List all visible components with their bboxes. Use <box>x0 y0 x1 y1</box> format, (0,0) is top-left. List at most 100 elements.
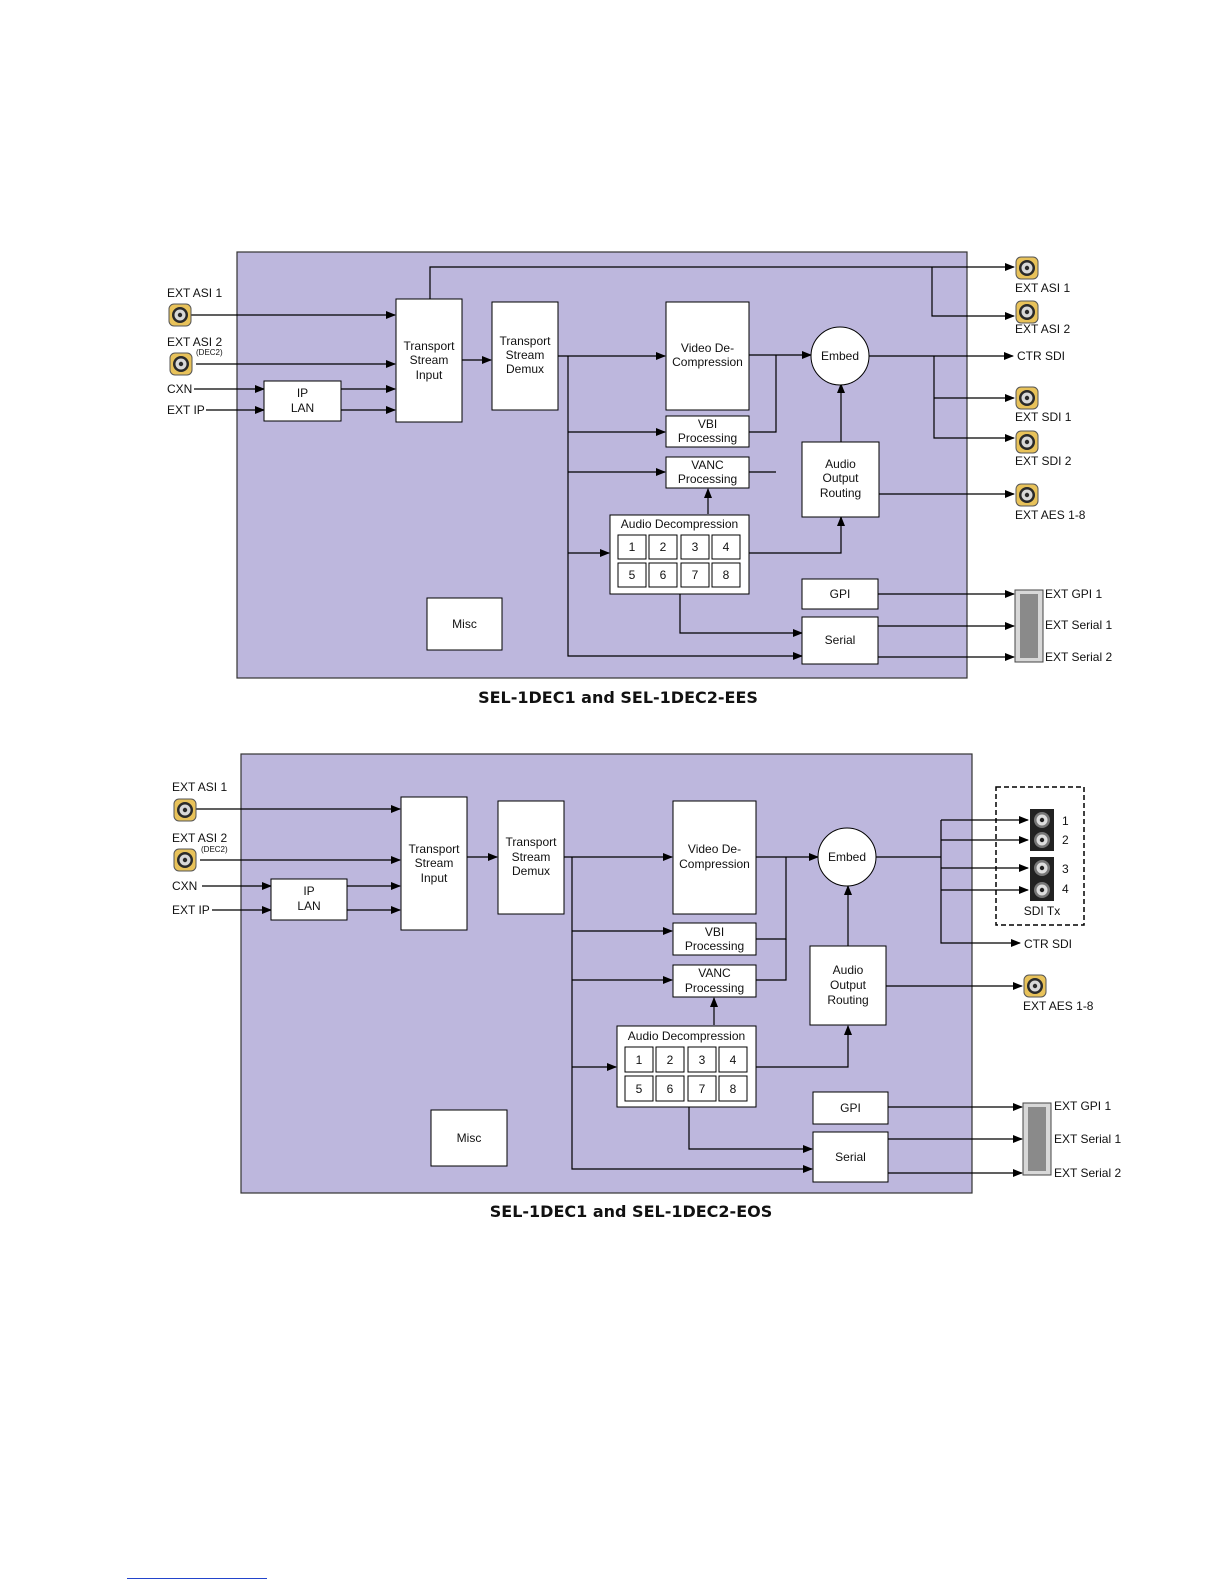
svg-text:2: 2 <box>667 1053 674 1067</box>
svg-text:7: 7 <box>692 568 699 582</box>
bnc-connector-icon <box>1023 974 1047 998</box>
svg-text:Embed: Embed <box>821 349 859 363</box>
video-decompression-block: Video De- Compression <box>665 301 750 411</box>
input-ext-asi1: EXT ASI 1 <box>172 780 227 822</box>
svg-text:2: 2 <box>1062 833 1069 847</box>
ip-lan-block: IP LAN <box>270 878 348 921</box>
svg-text:1: 1 <box>629 540 636 554</box>
output-ext-gpi1-label: EXT GPI 1 <box>1045 587 1102 601</box>
output-ext-serial1-label: EXT Serial 1 <box>1045 618 1112 632</box>
svg-text:Serial: Serial <box>835 1150 866 1164</box>
svg-text:Processing: Processing <box>678 472 737 486</box>
svg-text:5: 5 <box>636 1082 643 1096</box>
svg-text:Demux: Demux <box>512 864 550 878</box>
audio-channel-3: 3 <box>680 534 710 560</box>
svg-text:2: 2 <box>660 540 667 554</box>
svg-text:Audio: Audio <box>833 963 864 977</box>
svg-text:Processing: Processing <box>678 431 737 445</box>
svg-text:(DEC2): (DEC2) <box>196 348 223 357</box>
svg-text:Compression: Compression <box>679 857 750 871</box>
svg-text:Demux: Demux <box>506 362 544 376</box>
vbi-processing-block: VBI Processing <box>672 922 757 956</box>
output-ext-gpi1-label: EXT GPI 1 <box>1054 1099 1111 1113</box>
caption-eos: SEL-1DEC1 and SEL-1DEC2-EOS <box>490 1202 773 1221</box>
svg-text:Transport: Transport <box>500 334 552 348</box>
svg-text:VBI: VBI <box>705 925 724 939</box>
bnc-connector-icon <box>1015 300 1039 324</box>
svg-text:GPI: GPI <box>840 1101 861 1115</box>
svg-text:4: 4 <box>723 540 730 554</box>
output-ext-asi1-label: EXT ASI 1 <box>1015 281 1070 295</box>
svg-text:IP: IP <box>303 884 314 898</box>
audio-channel-1: 1 <box>617 534 647 560</box>
svg-text:1: 1 <box>636 1053 643 1067</box>
video-decompression-block: Video De- Compression <box>672 800 757 915</box>
svg-text:(DEC2): (DEC2) <box>201 845 228 854</box>
audio-decompression-block: Audio Decompression 1 2 3 4 5 6 7 8 <box>616 1025 757 1108</box>
ip-lan-block: IP LAN <box>263 380 342 422</box>
svg-text:Processing: Processing <box>685 939 744 953</box>
audio-channel-1: 1 <box>624 1046 654 1073</box>
vbi-processing-block: VBI Processing <box>665 415 750 448</box>
audio-channel-2: 2 <box>655 1046 685 1073</box>
svg-text:LAN: LAN <box>291 401 314 415</box>
input-cxn-label: CXN <box>167 382 192 396</box>
bnc-connector-icon <box>169 352 193 376</box>
header-connector-icon <box>1014 589 1044 663</box>
bnc-connector-icon <box>168 303 192 327</box>
svg-text:Routing: Routing <box>820 486 861 500</box>
bnc-connector-icon <box>1015 256 1039 280</box>
svg-text:Audio Decompression: Audio Decompression <box>628 1029 745 1043</box>
audio-channel-5: 5 <box>617 562 647 588</box>
vanc-processing-block: VANC Processing <box>665 456 750 489</box>
svg-text:8: 8 <box>723 568 730 582</box>
serial-block: Serial <box>801 616 879 665</box>
sdi-tx-group: 1 2 3 4 SDI Tx <box>995 786 1085 926</box>
svg-text:Stream: Stream <box>506 348 545 362</box>
output-ext-sdi1-label: EXT SDI 1 <box>1015 410 1072 424</box>
audio-channel-7: 7 <box>687 1075 717 1102</box>
embed-node: Embed <box>817 827 877 887</box>
sdi-tx-connector-icon <box>1030 829 1054 851</box>
output-ctr-sdi-label: CTR SDI <box>1017 349 1065 363</box>
gpi-block: GPI <box>801 578 879 610</box>
header-connector-icon <box>1022 1102 1052 1176</box>
svg-text:Input: Input <box>416 368 443 382</box>
output-ext-aes-label: EXT AES 1-8 <box>1015 508 1086 522</box>
svg-text:Misc: Misc <box>452 617 477 631</box>
serial-block: Serial <box>812 1131 889 1183</box>
svg-text:Audio: Audio <box>825 457 856 471</box>
svg-text:4: 4 <box>730 1053 737 1067</box>
gpi-block: GPI <box>812 1091 889 1125</box>
svg-text:6: 6 <box>667 1082 674 1096</box>
svg-text:Transport: Transport <box>404 339 456 353</box>
transport-stream-input-block: Transport Stream Input <box>395 298 463 423</box>
audio-channel-8: 8 <box>718 1075 748 1102</box>
svg-text:EXT ASI 2: EXT ASI 2 <box>167 335 222 349</box>
audio-channel-2: 2 <box>648 534 678 560</box>
signal-wires <box>196 805 1029 1177</box>
output-ext-serial2-label: EXT Serial 2 <box>1054 1166 1121 1180</box>
svg-text:Routing: Routing <box>827 993 868 1007</box>
bnc-connector-icon <box>173 798 197 822</box>
sdi-tx-connector-icon <box>1030 879 1054 901</box>
svg-text:GPI: GPI <box>830 587 851 601</box>
sdi-tx-connector-icon <box>1030 809 1054 831</box>
transport-stream-demux-block: Transport Stream Demux <box>497 800 565 915</box>
svg-text:Stream: Stream <box>512 850 551 864</box>
output-ext-asi2-label: EXT ASI 2 <box>1015 322 1070 336</box>
svg-text:Processing: Processing <box>685 981 744 995</box>
svg-text:Serial: Serial <box>825 633 856 647</box>
misc-block: Misc <box>430 1109 508 1167</box>
svg-text:IP: IP <box>297 386 308 400</box>
audio-channel-7: 7 <box>680 562 710 588</box>
bnc-connector-icon <box>1015 483 1039 507</box>
input-ext-ip-label: EXT IP <box>167 403 205 417</box>
svg-text:5: 5 <box>629 568 636 582</box>
svg-text:Compression: Compression <box>672 355 743 369</box>
audio-output-routing-block: Audio Output Routing <box>809 945 887 1026</box>
bnc-connector-icon <box>1015 430 1039 454</box>
audio-channel-3: 3 <box>687 1046 717 1073</box>
audio-channel-4: 4 <box>718 1046 748 1073</box>
